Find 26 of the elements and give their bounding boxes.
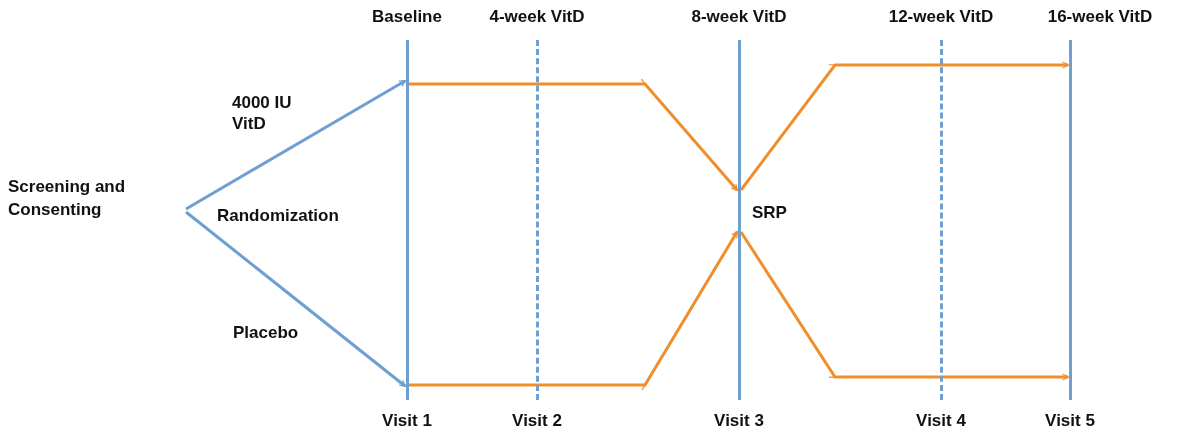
dashed-timeline-bar <box>940 40 943 400</box>
timepoint-label: Visit 2 <box>512 410 562 431</box>
arrow <box>739 231 1069 381</box>
timeline-bar <box>406 40 409 400</box>
timepoint-label: Visit 3 <box>714 410 764 431</box>
timepoint-label: 4-week VitD <box>489 6 585 27</box>
arrow <box>409 230 739 391</box>
timepoint-label: Visit 5 <box>1045 410 1095 431</box>
randomization-label: Randomization <box>217 205 339 226</box>
timepoint-label: Visit 1 <box>382 410 432 431</box>
arrow <box>739 61 1069 191</box>
timepoint-label: 16-week VitD <box>1047 6 1153 27</box>
dashed-timeline-bar <box>536 40 539 400</box>
arrow <box>185 210 407 388</box>
timepoint-label: 12-week VitD <box>888 6 994 27</box>
timepoint-label: SRP <box>752 202 787 223</box>
timepoint-label: 8-week VitD <box>691 6 787 27</box>
arrow <box>185 79 407 211</box>
timepoint-label: Visit 4 <box>916 410 966 431</box>
timeline-bar <box>1069 40 1072 400</box>
stage-label: Screening and Consenting <box>8 175 186 244</box>
timeline-bar <box>738 40 741 400</box>
edge-label: Placebo <box>233 322 299 343</box>
arrow <box>409 78 739 192</box>
edge-label: 4000 IU VitD <box>232 92 293 134</box>
timepoint-label: Baseline <box>372 6 442 27</box>
